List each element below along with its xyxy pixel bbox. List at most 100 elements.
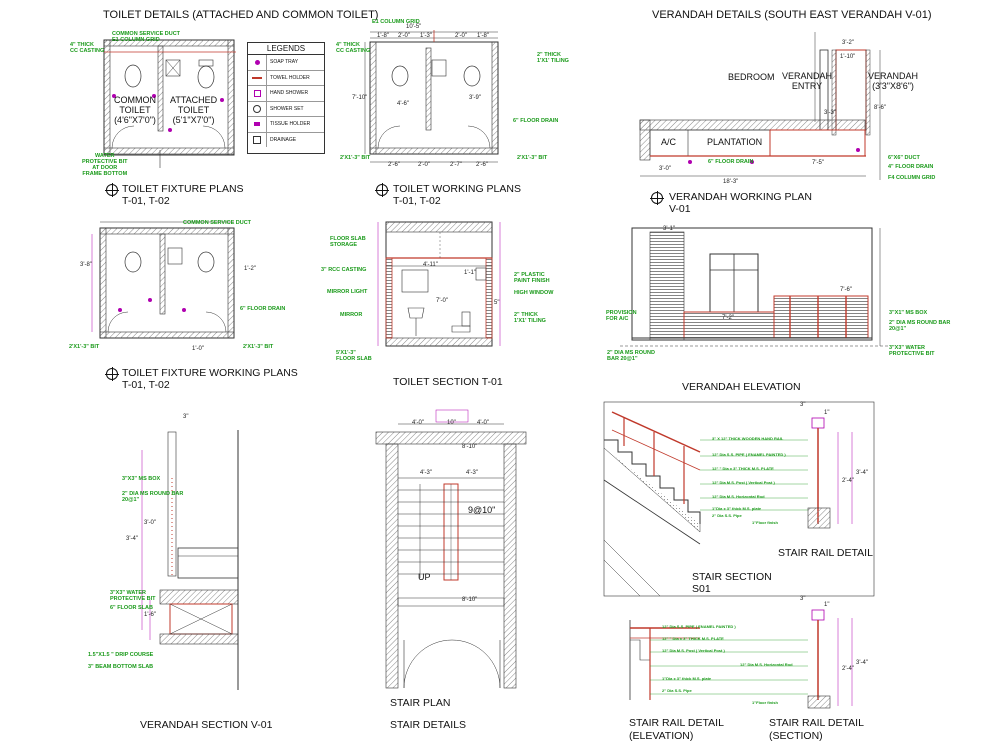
note-rail-e3: 12" Dia M.S. Post ( Vertical Post ) (662, 648, 725, 653)
legend-panel: LEGENDS SOAP TRAY TOWEL HOLDER HAND SHOW… (247, 42, 325, 154)
legend-row: SHOWER SET (248, 101, 324, 117)
note-vs-water: 3"X3" WATER PROTECTIVE BIT (110, 590, 156, 602)
dim-label: 4'-11" (423, 262, 438, 268)
dim-label: 10" (447, 420, 456, 426)
note-floor-slab-storage: FLOOR SLAB STORAGE (330, 236, 366, 248)
dim-label: 3'-4" (126, 536, 138, 542)
note-vs-slab: 6" FLOOR SLAB (110, 605, 153, 611)
room-bedroom: BEDROOM (728, 72, 775, 82)
note-vs-round-bar: 2" DIA MS ROUND BAR 20@1" (122, 491, 184, 503)
dim-label: 3'-4" (856, 660, 868, 666)
rail-elevation-detail (629, 609, 853, 709)
verandah-working-plan (639, 32, 881, 180)
caption-stair-plan: STAIR PLAN (390, 697, 451, 709)
dim-label: 4'-0" (412, 420, 424, 426)
dim-label: 3'-1" (663, 226, 675, 232)
dim-label: 1'-8" (477, 33, 489, 39)
legend-row: TOWEL HOLDER (248, 70, 324, 86)
towel-holder-icon (248, 70, 267, 85)
caption-fixture-working-plans-ref: T-01, T-02 (122, 379, 170, 391)
note-vs-ms-box: 3"X3" MS BOX (122, 476, 161, 482)
note-floor-drain: 6" FLOOR DRAIN (513, 118, 559, 124)
caption-fixture-plans-ref: T-01, T-02 (122, 195, 170, 207)
hand-shower-icon (248, 86, 267, 101)
note-high-window: HIGH WINDOW (514, 290, 554, 296)
note-tiling: 2" THICK 1'X1' TILING (537, 52, 569, 64)
toilet-fixture-plan (103, 39, 236, 168)
note-service-duct: COMMON SERVICE DUCT E1 COLUMN GRID (112, 31, 181, 43)
legend-label: SOAP TRAY (270, 59, 299, 66)
note-floor-drain-2: 6" FLOOR DRAIN (240, 306, 286, 312)
legend-row: HAND SHOWER (248, 86, 324, 102)
caption-fixture-plans: TOILET FIXTURE PLANS (122, 183, 244, 195)
section-ref-icon (650, 191, 664, 205)
dim-label: 1'-1" (464, 270, 476, 276)
shower-set-icon (248, 101, 267, 116)
note-rail-e1: 12" Dia S.S. PIPE ( ENAMEL PAINTED ) (662, 624, 736, 629)
note-bit-3: 2'X1'-3" BIT (69, 344, 100, 350)
note-rail-5: 12" Dia M.S. Horizontal Rod (712, 494, 765, 499)
verandah-elevation (620, 227, 890, 347)
dim-label: 2'-6" (388, 162, 400, 168)
dim-label: 8'-10" (462, 597, 478, 603)
note-rail-e5: 1"Dia x 3" thick M.S. plate (662, 676, 712, 681)
note-vs-drip: 1.5"X1.5 " DRIP COURSE (88, 652, 154, 658)
note-rail-4: 12" Dia M.S. Post ( Vertical Post ) (712, 480, 775, 485)
note-vs-beam: 3" BEAM BOTTOM SLAB (88, 664, 154, 670)
note-v-floor-drain: 6" FLOOR DRAIN (708, 159, 754, 165)
room-ac: A/C (661, 137, 677, 147)
dim-label: 3" (183, 414, 189, 420)
note-bit-4: 2'X1'-3" BIT (243, 344, 274, 350)
caption-stair-rail-detail: STAIR RAIL DETAIL (778, 547, 873, 559)
dim-label: 4'-0" (477, 420, 489, 426)
dim-label: 3'-2" (842, 40, 854, 46)
stair-section (603, 401, 875, 597)
stair-count-label: 9@10" (468, 505, 496, 515)
note-rail-7: 2" Dia S.S. Pipe (712, 513, 742, 518)
note-round-bar: 2" DIA MS ROUND BAR 20@1" (889, 320, 951, 332)
note-provision-ac: PROVISION FOR A/C (606, 310, 637, 322)
note-v-drain: 4" FLOOR DRAIN (888, 164, 934, 170)
verandah-section (141, 430, 239, 690)
note-mirror: MIRROR (340, 312, 363, 318)
note-ms-box: 3"X1" MS BOX (889, 310, 928, 316)
dim-label: 5" (494, 300, 500, 306)
note-water-bit-2: 3"X3" WATER PROTECTIVE BIT (889, 345, 935, 357)
dim-label: 4'-3" (466, 470, 478, 476)
dim-label: 7'-0" (436, 298, 448, 304)
dim-label: 3'-9" (469, 95, 481, 101)
dim-label: 2'-0" (418, 162, 430, 168)
dim-label: 3" (800, 402, 806, 408)
dim-label: 3" (800, 596, 806, 602)
caption-stair-section-ref: S01 (692, 583, 711, 595)
dim-label: 1'-0" (192, 346, 204, 352)
dim-label: 7'-10" (352, 95, 368, 101)
soap-tray-icon (248, 55, 267, 70)
note-rail-e7: 1"Floor finish (752, 700, 778, 705)
dim-label: 3'-4" (856, 470, 868, 476)
legend-label: TOWEL HOLDER (270, 74, 310, 81)
dim-label: 4'-6" (397, 101, 409, 107)
note-rail-e6: 2" Dia S.S. Pipe (662, 688, 692, 693)
note-floor-slab: 5'X1'-3" FLOOR SLAB (336, 350, 372, 362)
tissue-holder-icon (248, 117, 267, 132)
note-cc-casting: 4" THICK CC CASTING (70, 42, 105, 54)
dim-label: 3'-0" (144, 520, 156, 526)
note-v-duct: 6"X6" DUCT (888, 155, 920, 161)
room-verandah-entry: VERANDAH ENTRY (782, 71, 833, 91)
toilet-fixture-working-plan (91, 221, 235, 339)
note-rail-e4: 12" Dia M.S. Horizontal Rod (740, 662, 793, 667)
note-service-duct-2: COMMON SERVICE DUCT (183, 220, 252, 226)
room-plantation: PLANTATION (707, 137, 763, 147)
dim-label: 2'-7" (450, 162, 462, 168)
section-ref-icon (105, 367, 119, 381)
dim-label: 1" (824, 602, 830, 608)
dim-label: 1'-3" (420, 33, 432, 39)
dim-label: 1'-8" (377, 33, 389, 39)
note-cc-casting-2: 4" THICK CC CASTING (336, 42, 371, 54)
note-bit-2: 2'X1'-3" BIT (517, 155, 548, 161)
dim-label: 1'-10" (840, 54, 856, 60)
legend-label: SHOWER SET (270, 105, 304, 112)
note-rcc-casting: 3" RCC CASTING (321, 267, 367, 273)
note-rail-8: 1"Floor finish (752, 520, 778, 525)
